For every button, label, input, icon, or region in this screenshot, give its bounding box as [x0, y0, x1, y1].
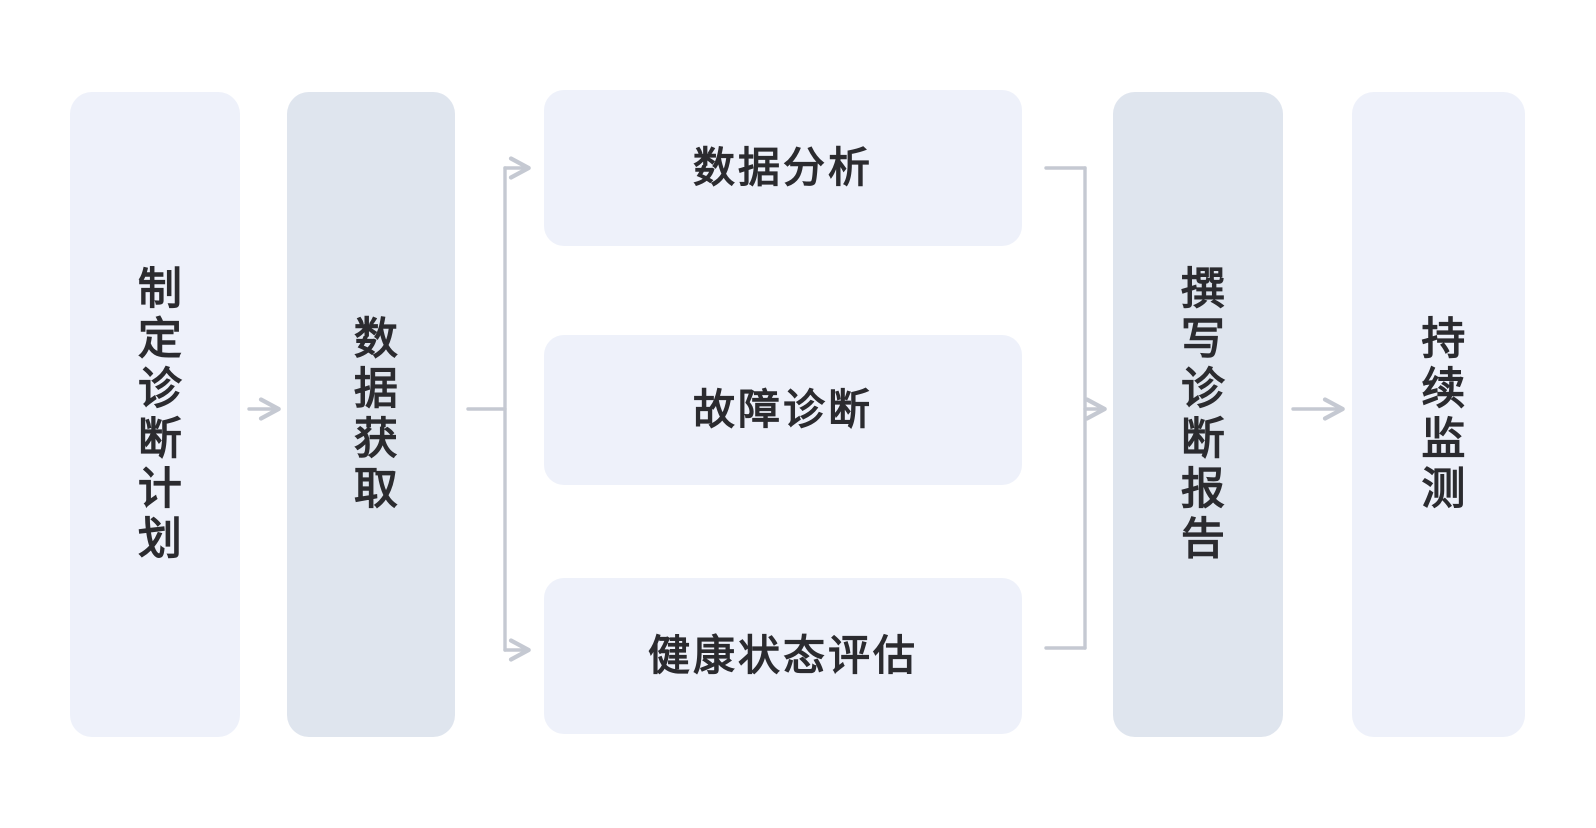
node-monitor-label: 持续监测 — [1414, 314, 1464, 515]
node-health[interactable]: 健康状态评估 — [544, 578, 1022, 734]
node-fault-label: 故障诊断 — [692, 386, 873, 434]
node-monitor[interactable]: 持续监测 — [1352, 92, 1525, 737]
node-acquire[interactable]: 数据获取 — [287, 92, 455, 737]
node-acquire-label: 数据获取 — [346, 314, 396, 515]
node-report[interactable]: 撰写诊断报告 — [1113, 92, 1283, 737]
node-analysis[interactable]: 数据分析 — [544, 90, 1022, 246]
node-report-label: 撰写诊断报告 — [1173, 264, 1223, 565]
node-fault[interactable]: 故障诊断 — [544, 335, 1022, 485]
node-plan[interactable]: 制定诊断计划 — [70, 92, 240, 737]
node-health-label: 健康状态评估 — [647, 632, 918, 680]
connector-branches-to-report — [1044, 166, 1107, 650]
node-analysis-label: 数据分析 — [692, 144, 873, 192]
node-plan-label: 制定诊断计划 — [130, 264, 180, 565]
connector-acquire-to-branches — [466, 156, 531, 662]
